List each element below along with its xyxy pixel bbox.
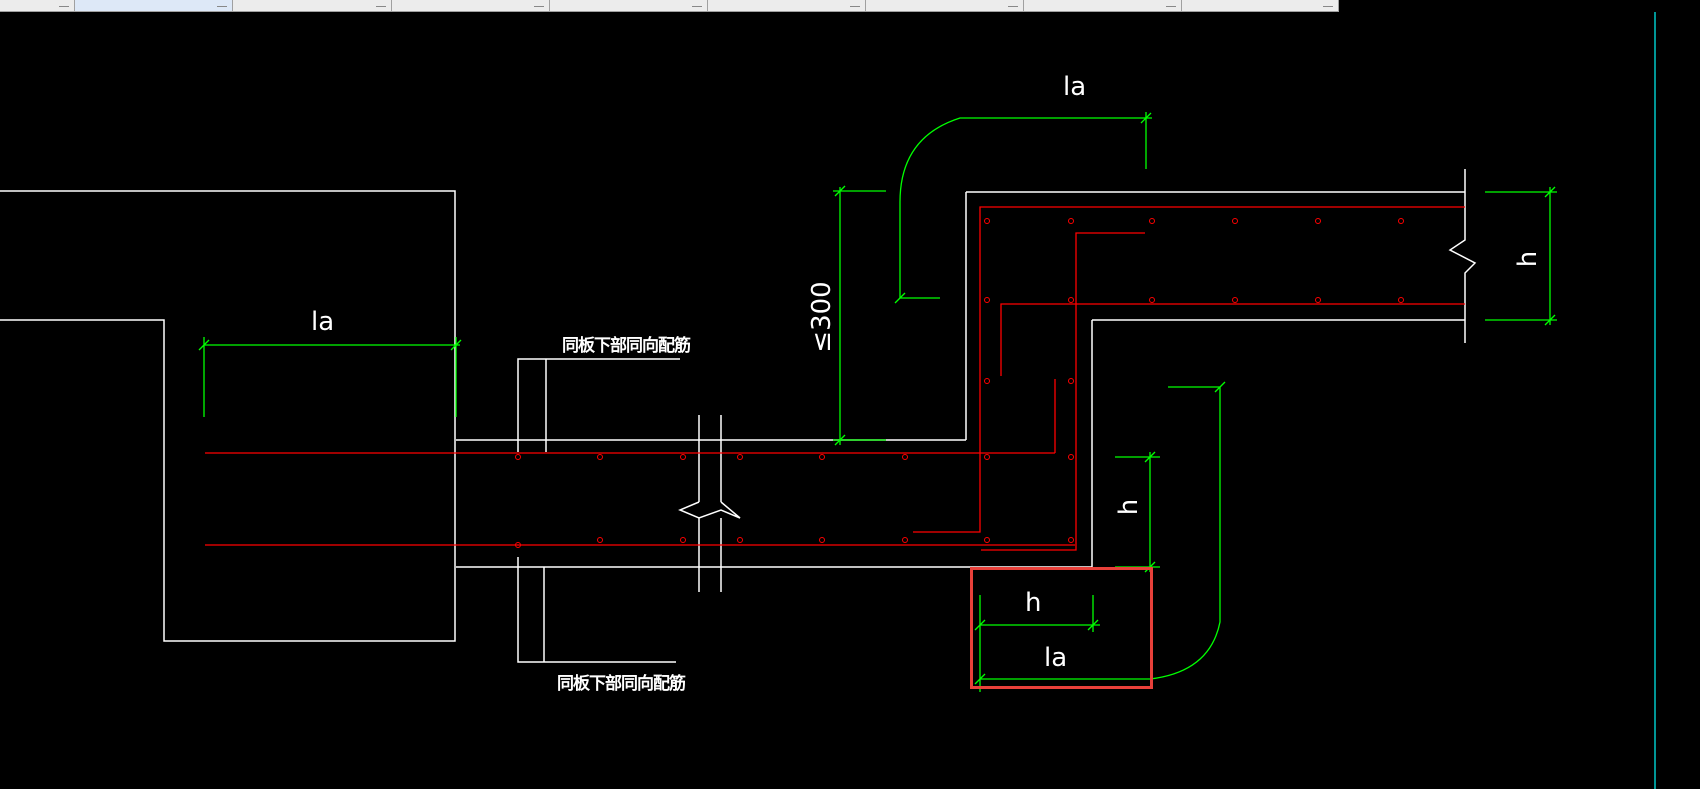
highlight-box: [970, 567, 1153, 689]
drawing-tab-5[interactable]: [550, 0, 708, 11]
drawing-tab-2[interactable]: [75, 0, 233, 11]
drawing-canvas[interactable]: la la la h h h ≤300 同板下部同向配筋 同板下部同向配筋: [0, 12, 1700, 789]
drawing-tab-6[interactable]: [708, 0, 866, 11]
tab-close-icon[interactable]: [1323, 0, 1333, 7]
drawing-tab-3[interactable]: [233, 0, 392, 11]
tab-close-icon[interactable]: [692, 0, 702, 7]
tab-close-icon[interactable]: [534, 0, 544, 7]
drawing-tab-9[interactable]: [1182, 0, 1339, 11]
drawing-tab-7[interactable]: [866, 0, 1024, 11]
drawing-tab-bar: [0, 0, 1339, 12]
tab-close-icon[interactable]: [217, 0, 227, 7]
drawing-tab-4[interactable]: [392, 0, 550, 11]
tab-close-icon[interactable]: [1166, 0, 1176, 7]
dimension-label-la-top: la: [1063, 72, 1087, 102]
drawing-tab-8[interactable]: [1024, 0, 1182, 11]
rebar-dots: [515, 218, 1404, 548]
rebar-lines: [205, 206, 1465, 551]
tab-close-icon[interactable]: [59, 0, 69, 7]
dimension-label-la-left: la: [311, 307, 335, 337]
tab-close-icon[interactable]: [850, 0, 860, 7]
note-top: 同板下部同向配筋: [562, 336, 691, 356]
dimension-label-h-box: h: [1025, 588, 1042, 618]
dimension-lines: [198, 112, 1557, 692]
tab-close-icon[interactable]: [1008, 0, 1018, 7]
cad-drawing: [0, 12, 1656, 789]
drawing-tab-1[interactable]: [0, 0, 75, 11]
tab-close-icon[interactable]: [376, 0, 386, 7]
note-bottom: 同板下部同向配筋: [557, 674, 686, 694]
dimension-label-la-box: la: [1044, 643, 1068, 673]
concrete-outline: [0, 169, 1477, 663]
